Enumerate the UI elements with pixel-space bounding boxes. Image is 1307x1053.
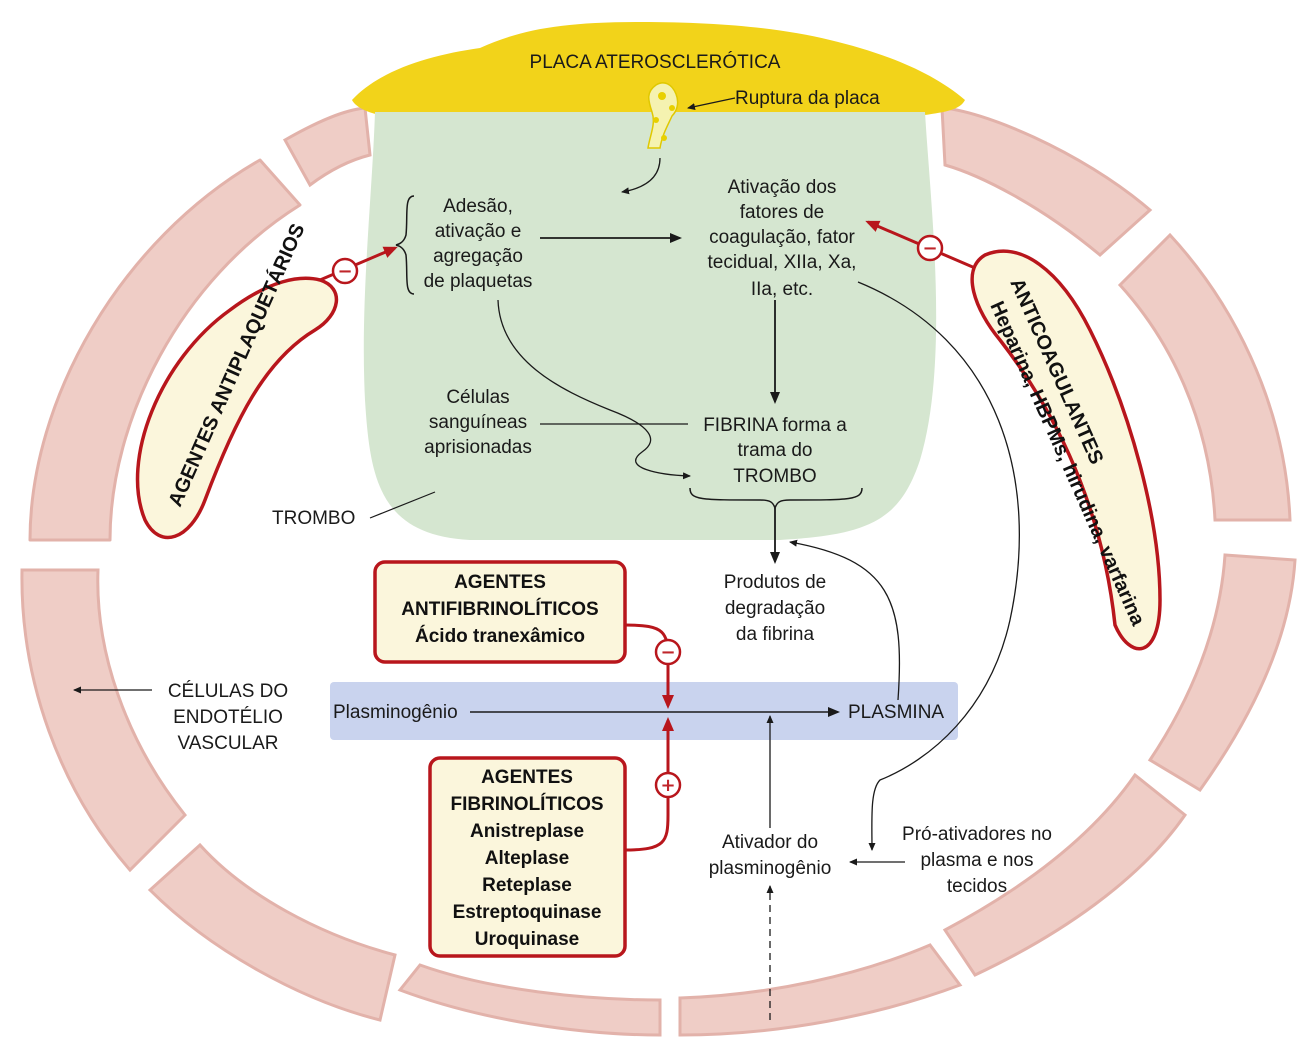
platelet-adhesion-text: Adesão, ativação e agregação de plaqueta… <box>424 196 533 292</box>
svg-text:Alteplase: Alteplase <box>485 848 569 869</box>
endothelial-cell <box>1117 232 1292 522</box>
endothelial-cell <box>942 772 1188 977</box>
svg-text:+: + <box>660 775 675 796</box>
fibrin-mesh-text: FIBRINA forma a trama do TROMBO <box>703 415 847 487</box>
svg-text:ANTIFIBRINOLÍTICOS: ANTIFIBRINOLÍTICOS <box>401 598 598 620</box>
plasminogen-label: Plasminogênio <box>333 702 458 723</box>
thrombus-region <box>363 112 937 540</box>
svg-text:Adesão,: Adesão, <box>443 196 513 217</box>
svg-text:TROMBO: TROMBO <box>733 466 816 487</box>
plaque-title: PLACA ATEROSCLERÓTICA <box>530 51 781 73</box>
svg-text:agregação: agregação <box>433 246 523 267</box>
svg-text:Produtos de: Produtos de <box>724 572 826 593</box>
svg-text:Ativador do: Ativador do <box>722 832 818 853</box>
svg-text:aprisionadas: aprisionadas <box>424 437 532 458</box>
svg-text:Reteplase: Reteplase <box>482 875 572 896</box>
antifibrinolytic-agents-box: AGENTES ANTIFIBRINOLÍTICOS Ácido tranexâ… <box>373 560 627 664</box>
svg-text:tecidual, XIIa, Xa,: tecidual, XIIa, Xa, <box>708 252 857 273</box>
endothelial-cell-ring <box>20 106 1297 1037</box>
svg-text:FIBRINOLÍTICOS: FIBRINOLÍTICOS <box>450 793 603 815</box>
rupture-to-adhesion-arrow <box>621 157 661 195</box>
svg-text:VASCULAR: VASCULAR <box>177 733 278 754</box>
svg-text:−: − <box>337 261 352 282</box>
svg-text:Pró-ativadores no: Pró-ativadores no <box>902 824 1052 845</box>
svg-text:Anistreplase: Anistreplase <box>470 821 584 842</box>
svg-text:ENDOTÉLIO: ENDOTÉLIO <box>173 707 283 728</box>
plasmin-to-degradation-arrow <box>789 539 901 701</box>
thrombus-leader <box>369 491 436 519</box>
endothelial-cell <box>20 568 188 873</box>
antiplatelet-inhibit-sign: − <box>331 257 359 285</box>
svg-text:CÉLULAS DO: CÉLULAS DO <box>168 681 288 702</box>
svg-text:Ácido tranexâmico: Ácido tranexâmico <box>415 625 585 647</box>
svg-text:tecidos: tecidos <box>947 876 1007 897</box>
plasmin-label: PLASMINA <box>848 702 944 723</box>
svg-text:da fibrina: da fibrina <box>736 624 815 645</box>
fibrinolytic-promote-sign: + <box>654 771 682 799</box>
svg-text:de plaquetas: de plaquetas <box>424 271 533 292</box>
plaque-rupture-icon <box>647 82 679 149</box>
atherosclerotic-plaque <box>352 22 965 115</box>
fibrinolytic-promote-arrow <box>624 717 674 852</box>
trapped-cells-text: Células sanguíneas aprisionadas <box>424 387 532 458</box>
svg-text:IIa, etc.: IIa, etc. <box>751 279 813 300</box>
adhesion-brace <box>395 195 415 295</box>
svg-text:trama do: trama do <box>738 440 813 461</box>
platelets-to-fibrin-curve <box>497 299 691 480</box>
endothelial-cell <box>1147 553 1297 792</box>
plasminogen-band <box>330 682 958 740</box>
anticoag-inhibit-sign: − <box>916 234 944 262</box>
proactivators-text: Pró-ativadores no plasma e nos tecidos <box>902 824 1052 897</box>
svg-text:−: − <box>922 238 937 259</box>
svg-text:Células: Células <box>446 387 509 408</box>
svg-text:coagulação, fator: coagulação, fator <box>709 227 855 248</box>
svg-text:FIBRINA forma a: FIBRINA forma a <box>703 415 847 436</box>
endothelium-label: CÉLULAS DO ENDOTÉLIO VASCULAR <box>168 681 288 754</box>
svg-text:Ativação dos: Ativação dos <box>728 177 837 198</box>
anticoagulants-box: ANTICOAGULANTES Heparina, HBPMs, hirudin… <box>970 249 1162 651</box>
svg-text:sanguíneas: sanguíneas <box>429 412 527 433</box>
endothelial-cell <box>147 842 397 1022</box>
endothelial-cell <box>282 106 372 188</box>
svg-text:plasma e nos: plasma e nos <box>920 850 1033 871</box>
plasminogen-activator-text: Ativador do plasminogênio <box>709 832 832 879</box>
svg-text:Uroquinase: Uroquinase <box>475 929 580 950</box>
fibrinolytic-agents-box: AGENTES FIBRINOLÍTICOS Anistreplase Alte… <box>428 756 627 958</box>
fibrin-degradation-text: Produtos de degradação da fibrina <box>724 572 826 645</box>
svg-text:degradação: degradação <box>725 598 825 619</box>
endothelial-cell <box>397 963 662 1037</box>
svg-text:plasminogênio: plasminogênio <box>709 858 832 879</box>
rupture-leader <box>687 97 736 110</box>
antifibrinolytic-inhibit-sign: − <box>654 638 682 666</box>
svg-text:AGENTES: AGENTES <box>454 572 546 593</box>
endothelial-cell <box>678 943 963 1037</box>
endothelial-cell <box>28 158 302 542</box>
svg-text:AGENTES: AGENTES <box>481 767 573 788</box>
svg-text:fatores de: fatores de <box>740 202 825 223</box>
endothelial-cell <box>940 106 1153 257</box>
svg-text:−: − <box>660 642 675 663</box>
thrombus-label: TROMBO <box>272 508 355 529</box>
coag-to-proactivators-curve <box>857 281 1020 851</box>
svg-text:Estreptoquinase: Estreptoquinase <box>453 902 602 923</box>
rupture-label: Ruptura da placa <box>735 88 880 109</box>
svg-text:ativação e: ativação e <box>435 221 522 242</box>
coagulation-activation-text: Ativação dos fatores de coagulação, fato… <box>708 177 857 300</box>
